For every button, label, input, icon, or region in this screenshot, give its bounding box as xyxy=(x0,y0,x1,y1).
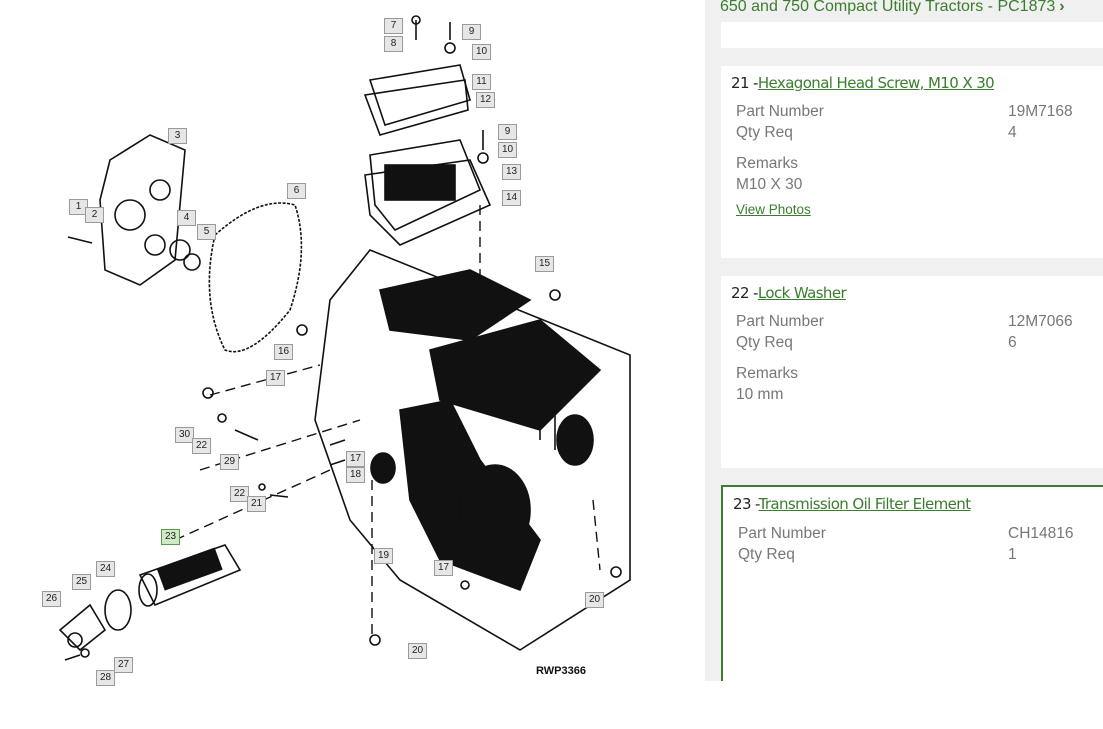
callout-14[interactable]: 14 xyxy=(502,190,521,206)
callout-17[interactable]: 17 xyxy=(346,451,365,467)
part-number-value: CH14816 xyxy=(1008,525,1074,542)
view-photos-link[interactable]: View Photos xyxy=(736,202,811,217)
part-name-link[interactable]: Transmission Oil Filter Element xyxy=(758,495,972,513)
part-title: 23 -Transmission Oil Filter Element xyxy=(733,495,971,513)
callout-15[interactable]: 15 xyxy=(535,256,554,272)
callout-25[interactable]: 25 xyxy=(72,574,91,590)
callout-27[interactable]: 27 xyxy=(114,657,133,673)
chevron-right-icon: › xyxy=(1059,0,1065,15)
part-number-value: 12M7066 xyxy=(1008,313,1073,330)
part-title: 22 -Lock Washer xyxy=(731,284,847,302)
callout-12[interactable]: 12 xyxy=(476,92,495,108)
part-card-22[interactable]: 22 -Lock Washer Part Number 12M7066 Qty … xyxy=(721,276,1103,468)
qty-label: Qty Req xyxy=(736,334,793,351)
callout-10[interactable]: 10 xyxy=(498,142,517,158)
qty-label: Qty Req xyxy=(738,546,795,563)
callout-4[interactable]: 4 xyxy=(177,210,196,226)
callout-23[interactable]: 23 xyxy=(161,529,180,545)
remarks-value: M10 X 30 xyxy=(736,176,803,193)
breadcrumb-link[interactable]: 650 and 750 Compact Utility Tractors - P… xyxy=(720,0,1065,16)
callout-28[interactable]: 28 xyxy=(96,670,115,686)
callout-20[interactable]: 20 xyxy=(585,592,604,608)
callout-9[interactable]: 9 xyxy=(462,24,481,40)
callout-17[interactable]: 17 xyxy=(266,370,285,386)
remarks-value: 10 mm xyxy=(736,386,784,403)
callout-22[interactable]: 22 xyxy=(192,438,211,454)
qty-value: 6 xyxy=(1008,334,1017,351)
remarks-label: Remarks xyxy=(736,155,799,172)
callout-9[interactable]: 9 xyxy=(498,124,517,140)
parts-list-panel: 650 and 750 Compact Utility Tractors - P… xyxy=(705,0,1103,681)
qty-value: 1 xyxy=(1008,546,1017,563)
callout-8[interactable]: 8 xyxy=(384,36,403,52)
callout-20[interactable]: 20 xyxy=(408,643,427,659)
callout-18[interactable]: 18 xyxy=(346,467,365,483)
callout-17[interactable]: 17 xyxy=(434,560,453,576)
callout-21[interactable]: 21 xyxy=(247,496,266,512)
callout-10[interactable]: 10 xyxy=(472,44,491,60)
callout-24[interactable]: 24 xyxy=(96,561,115,577)
part-name-link[interactable]: Lock Washer xyxy=(757,284,847,302)
part-number-label: Part Number xyxy=(736,103,824,120)
callout-5[interactable]: 5 xyxy=(197,224,216,240)
callout-2[interactable]: 2 xyxy=(85,207,104,223)
callout-7[interactable]: 7 xyxy=(384,18,403,34)
callout-19[interactable]: 19 xyxy=(374,548,393,564)
callout-26[interactable]: 26 xyxy=(42,591,61,607)
qty-value: 4 xyxy=(1008,124,1017,141)
callout-13[interactable]: 13 xyxy=(502,164,521,180)
callout-30[interactable]: 30 xyxy=(175,427,194,443)
part-title: 21 -Hexagonal Head Screw, M10 X 30 xyxy=(731,74,995,92)
part-card-empty xyxy=(721,22,1103,48)
part-card-21[interactable]: 21 -Hexagonal Head Screw, M10 X 30 Part … xyxy=(721,66,1103,258)
callout-6[interactable]: 6 xyxy=(287,183,306,199)
callout-29[interactable]: 29 xyxy=(220,454,239,470)
callout-22[interactable]: 22 xyxy=(230,486,249,502)
callout-3[interactable]: 3 xyxy=(168,128,187,144)
part-name-link[interactable]: Hexagonal Head Screw, M10 X 30 xyxy=(757,74,995,92)
part-number-value: 19M7168 xyxy=(1008,103,1073,120)
part-number-label: Part Number xyxy=(738,525,826,542)
callout-16[interactable]: 16 xyxy=(274,344,293,360)
breadcrumb-label: 650 and 750 Compact Utility Tractors - P… xyxy=(720,0,1056,15)
qty-label: Qty Req xyxy=(736,124,793,141)
remarks-label: Remarks xyxy=(736,365,799,382)
transmission-case-drawing xyxy=(58,15,631,661)
part-number-label: Part Number xyxy=(736,313,824,330)
callout-11[interactable]: 11 xyxy=(472,74,491,90)
drawing-code: RWP3366 xyxy=(536,665,586,677)
part-card-23-selected[interactable]: 23 -Transmission Oil Filter Element Part… xyxy=(721,485,1103,681)
